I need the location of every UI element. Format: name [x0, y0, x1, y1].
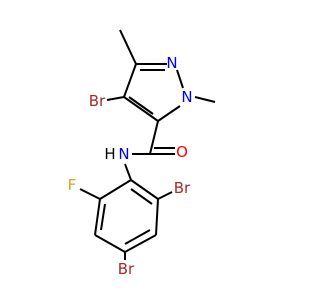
bond-ar-c3-c4 [124, 234, 157, 253]
atom-n-pyrazole-2: N [166, 54, 177, 72]
bond-ar-c5-c6-double [100, 203, 106, 231]
bond-ar-c6-c1 [99, 179, 132, 200]
bond-ar-c4-c5 [94, 234, 126, 253]
atom-f-phenyl: F [68, 176, 77, 194]
bond-ar-c2-c3 [155, 198, 159, 236]
bond-n1-c5 [157, 105, 181, 122]
bond-c4-br [106, 96, 125, 101]
atom-n-amide: N [118, 145, 129, 163]
bond-c5-c4-double [128, 96, 154, 115]
atom-n-pyrazole-1: N [181, 88, 192, 106]
bond-c5-carbonyl [149, 120, 159, 155]
bond-ar-c3-c4-double [124, 229, 151, 245]
atom-br-phenyl-para: Br [118, 260, 135, 278]
bond-ar-c1-c2-double [130, 188, 153, 205]
bond-c3-methyl [119, 29, 137, 65]
bond-ar-c1-c2 [130, 179, 159, 200]
bond-ar-f [79, 188, 101, 200]
atom-h-amide: H [104, 145, 115, 163]
atom-o-carbonyl: O [176, 143, 188, 161]
atom-br-phenyl-ortho: Br [174, 179, 191, 197]
bond-c4-c3 [123, 63, 137, 98]
bond-n2-n1 [176, 69, 184, 89]
bond-ar-br-ortho [157, 191, 173, 200]
bonds [79, 29, 216, 260]
bond-c5-c4 [123, 96, 159, 122]
molecule-structure: Br N N N H O F Br Br [68, 29, 216, 278]
bond-nh-aryl [124, 163, 132, 181]
bond-ar-c5-c6 [94, 198, 101, 236]
atom-br-pyrazole: Br [89, 92, 106, 110]
bond-n1-methyl [194, 96, 216, 103]
atom-labels: Br N N N H O F Br Br [68, 54, 193, 278]
